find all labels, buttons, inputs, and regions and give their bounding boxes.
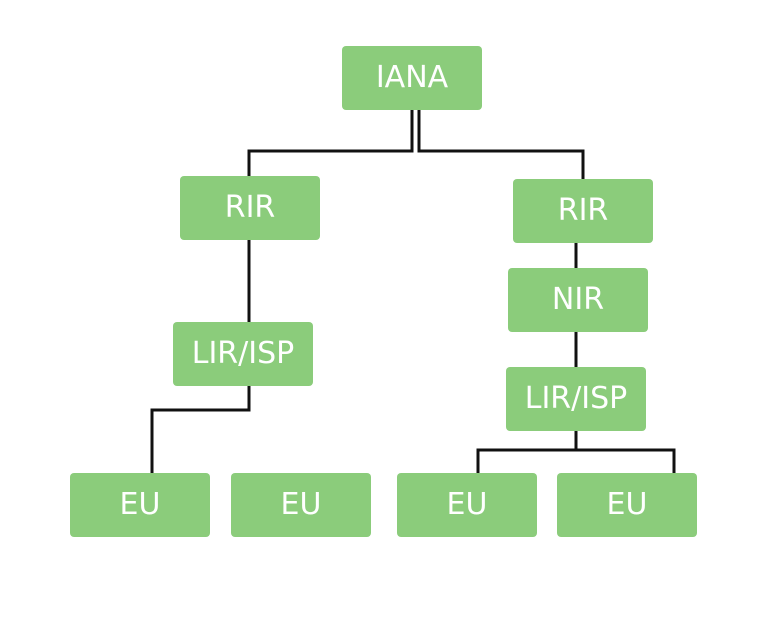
node-lir-isp-right: LIR/ISP — [506, 367, 646, 431]
node-rir-left: RIR — [180, 176, 320, 240]
node-iana: IANA — [342, 46, 482, 110]
node-rir-right: RIR — [513, 179, 653, 243]
node-eu-1: EU — [70, 473, 210, 537]
node-lir-isp-left: LIR/ISP — [173, 322, 313, 386]
node-eu-2: EU — [231, 473, 371, 537]
node-eu-3: EU — [397, 473, 537, 537]
node-eu-4: EU — [557, 473, 697, 537]
node-nir: NIR — [508, 268, 648, 332]
